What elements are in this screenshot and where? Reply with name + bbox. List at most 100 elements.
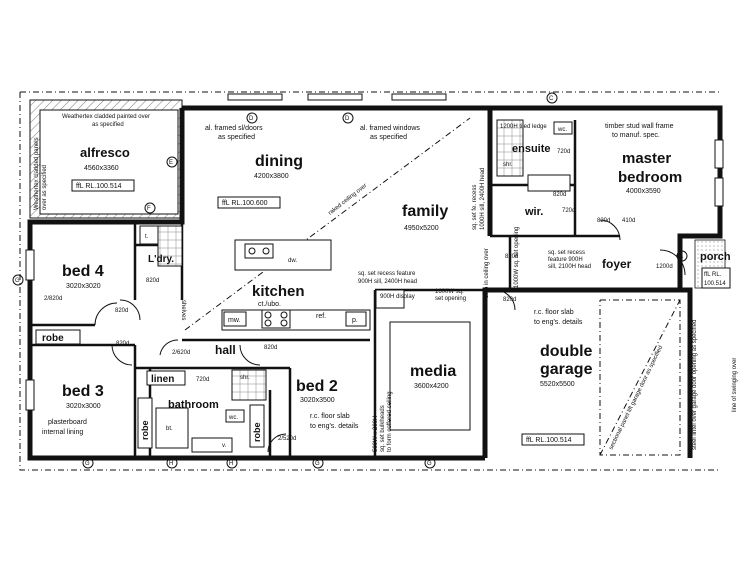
top-windows — [227, 93, 447, 101]
room-label-family: family — [402, 203, 448, 220]
note-sq-set4: feature 900H — [548, 257, 583, 263]
room-label-ensuite: ensuite — [512, 143, 551, 155]
garage-size: 5520x5500 — [540, 381, 575, 388]
room-label-hall: hall — [215, 343, 236, 357]
room-label-media: media — [410, 363, 456, 380]
note-timber2: to manuf. spec. — [612, 132, 660, 139]
robe-box-bed4 — [35, 329, 81, 345]
room-label-foyer: foyer — [602, 257, 632, 271]
grid-label-h2: H — [229, 461, 233, 467]
media-coffered-ceiling — [389, 321, 471, 431]
dining-ffl-box — [217, 196, 281, 209]
note-garage-door: sectional panel lift garage door as spec… — [608, 345, 664, 451]
bed4-size: 3020x3020 — [66, 283, 101, 290]
note-step-ceiling: step in ceiling over — [484, 248, 490, 298]
ensuite-wc-box — [553, 121, 573, 135]
room-label-linen: linen — [151, 374, 174, 385]
note-sq-set-opening: 1000W sq. set opening — [514, 227, 520, 288]
note-weathertex-top: Weathertex cladded painted over — [62, 114, 150, 120]
dim-1200: 1200d — [656, 264, 673, 270]
note-timber1: timber stud wall frame — [605, 123, 674, 130]
room-label-kitchen: kitchen — [252, 283, 305, 300]
note-swinging: line of swinging over — [732, 358, 738, 412]
sink-bowl-right — [262, 247, 270, 255]
note-sq-open1: 1600W sq. — [435, 289, 464, 295]
room-label-master1: master — [622, 150, 671, 167]
pantry-box — [345, 311, 367, 327]
note-al-sl-doors1: al. framed sl/doors — [205, 125, 263, 132]
shelves-label: shelves — [180, 300, 186, 320]
grid-label-h: H — [169, 461, 173, 467]
dishwasher-label: dw. — [288, 258, 297, 264]
grid-markers — [12, 92, 688, 469]
grid-label-f: F — [147, 206, 151, 212]
cooktop — [261, 309, 291, 329]
room-label-dining: dining — [255, 153, 303, 170]
bathtub-label: bt. — [166, 426, 173, 432]
garage-ffl-box — [521, 433, 585, 446]
note-raked-ceiling: raked ceiling over — [328, 183, 369, 217]
dim-820-garage: 820d — [503, 297, 516, 303]
note-rc-slab-garage-1: r.c. floor slab — [534, 309, 574, 316]
outer-walls — [27, 105, 723, 461]
note-bulkheads1: sq. set bulkheads — [380, 405, 386, 452]
note-tiled-ledge: 1200H tiled ledge — [500, 124, 547, 130]
dim-410: 410d — [622, 218, 635, 224]
room-label-robe3: robe — [252, 422, 262, 442]
note-weathertex-side2: over as specified — [42, 165, 48, 210]
note-al-sl-doors2: as specified — [218, 134, 255, 141]
pantry-label: p. — [352, 317, 358, 324]
dim-2-520: 2/520d — [278, 436, 296, 442]
ensuite-shr-label: shr. — [503, 162, 513, 168]
note-bulkheads2: 500W x 200H — [373, 416, 379, 452]
linen-box — [146, 370, 186, 386]
room-label-robe1: robe — [42, 333, 64, 344]
note-sq-feature2: 900H sill, 2400H head — [358, 279, 417, 285]
grid-label-g2: G — [85, 461, 90, 467]
note-bulkheads3: to form coffered ceiling — [387, 391, 393, 452]
room-label-ldry: L'dry. — [148, 254, 174, 265]
room-label-robe2: robe — [140, 420, 150, 440]
dim-820-hall: 820d — [264, 345, 277, 351]
room-label-master2: bedroom — [618, 169, 682, 186]
room-label-bed2: bed 2 — [296, 378, 338, 395]
dim-820-ldry: 820d — [146, 278, 159, 284]
family-size: 4950x5200 — [404, 225, 439, 232]
laundry-toilet-label: t. — [145, 234, 149, 240]
note-rc-slab-bed2-1: r.c. floor slab — [310, 413, 350, 420]
door-dimensions: 820d 820d 820d 820d 820d 820d 820d 820d … — [44, 149, 673, 442]
side-windows — [25, 139, 724, 411]
master-size: 4000x3590 — [626, 188, 661, 195]
grid-label-g: G — [15, 278, 20, 284]
dim-720-wir: 720d — [562, 208, 575, 214]
dim-2-620: 2/620d — [172, 350, 190, 356]
bathroom-shr-label: shr. — [240, 375, 250, 381]
bathroom-wc-label: wc. — [228, 415, 238, 421]
alfresco-area — [39, 109, 179, 215]
note-sq-set3: sq. set recess — [548, 250, 585, 256]
bathroom-shower — [231, 369, 267, 401]
grid-label-d2: D — [345, 116, 350, 122]
porch-ffl-box — [701, 267, 731, 289]
alfresco-ffl-box — [71, 179, 135, 192]
room-label-wir: wir. — [524, 206, 543, 218]
robe-box-bed3 — [137, 397, 153, 449]
room-label-garage: garage — [540, 361, 593, 378]
note-weathertex-side1: Weathertex cladded panels — [34, 137, 40, 210]
note-al-windows1: al. framed windows — [360, 125, 420, 132]
note-rc-slab-garage-2: to eng's. details — [534, 319, 583, 326]
room-label-bathroom: bathroom — [168, 399, 219, 411]
ensuite-wc-label: wc. — [557, 127, 567, 133]
alfresco-ffl: ffL RL.100.514 — [76, 183, 122, 190]
note-sq-open2: set opening — [435, 296, 466, 302]
sink-bowl-left — [248, 247, 256, 255]
laundry-floor — [157, 225, 183, 267]
dim-2-820: 2/820d — [44, 296, 62, 302]
dining-ffl: ffL RL.100.600 — [222, 200, 268, 207]
display-recess — [375, 289, 405, 309]
ensuite-shower-tiles — [496, 119, 524, 177]
bathroom-vanity — [191, 437, 233, 453]
dim-820-foyer: 820d — [505, 254, 518, 260]
grid-label-c: C — [549, 96, 554, 102]
kitchen-bench — [221, 309, 371, 331]
